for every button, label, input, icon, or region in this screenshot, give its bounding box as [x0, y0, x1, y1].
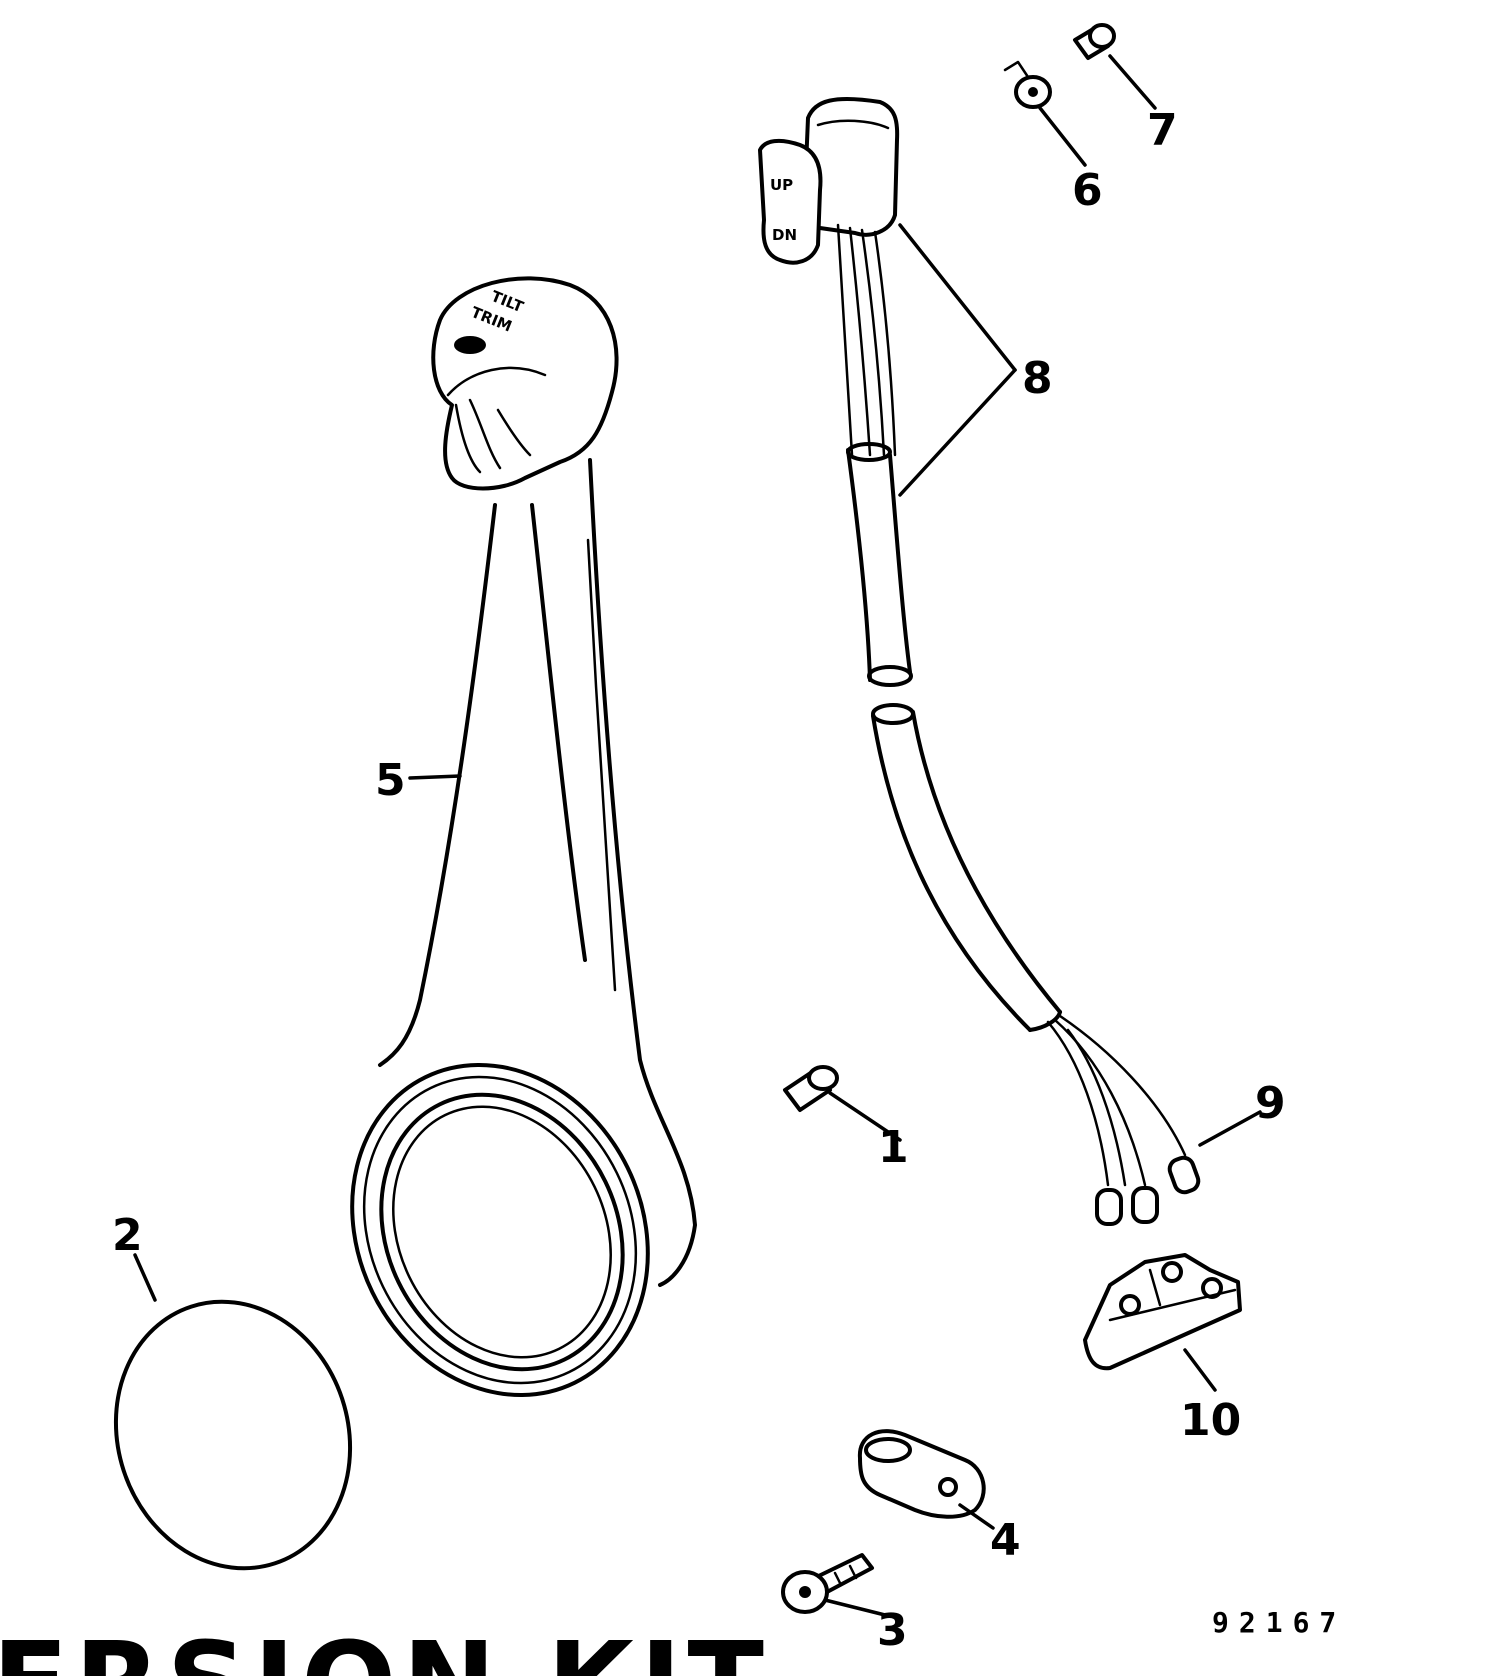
callout-6: 6: [1072, 165, 1103, 216]
screw-part-3: [781, 1553, 874, 1614]
callout-2: 2: [112, 1210, 143, 1261]
control-handle-arm: TILT TRIM: [350, 276, 697, 1397]
lens-disc: [113, 1299, 353, 1571]
trim-switch-harness: UP DN: [758, 96, 1187, 1187]
callout-10: 10: [1180, 1395, 1241, 1446]
drawing-number: 92167: [1212, 1606, 1346, 1639]
screw-part-1: [783, 1065, 839, 1112]
washer-part-6: [1003, 60, 1052, 109]
callout-4: 4: [990, 1515, 1021, 1566]
callout-8: 8: [1022, 353, 1053, 404]
callout-7: 7: [1147, 105, 1178, 156]
leader-lines: [133, 54, 1262, 1617]
callout-5: 5: [375, 755, 406, 806]
switch-up-label: UP: [770, 176, 793, 194]
callout-9: 9: [1255, 1078, 1286, 1129]
callout-3: 3: [877, 1605, 908, 1656]
bracket-part-10: [1083, 1253, 1242, 1371]
clamp-part-4: [857, 1429, 986, 1519]
switch-dn-label: DN: [772, 226, 797, 244]
partial-title: ERSION KIT: [0, 1619, 770, 1676]
wire-terminals: [1095, 1155, 1201, 1226]
callout-labels: 1 2 3 4 5 6 7 8 9 10: [112, 105, 1286, 1656]
callout-1: 1: [878, 1122, 909, 1173]
screw-part-7: [1073, 23, 1116, 60]
